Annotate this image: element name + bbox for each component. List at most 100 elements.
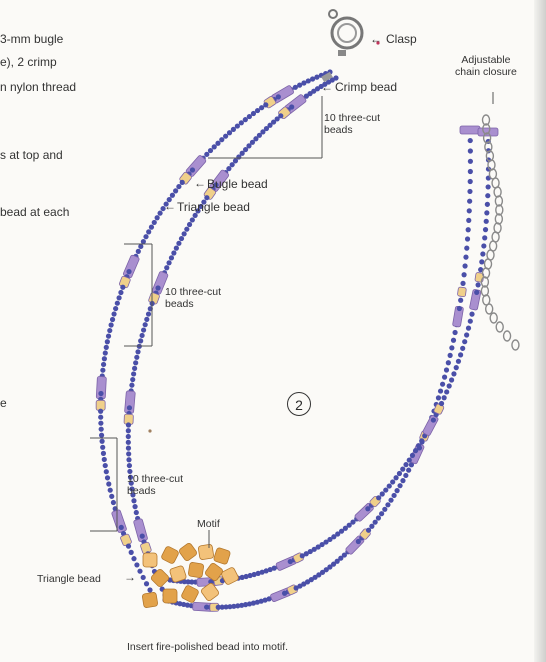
seed-bead: [129, 550, 134, 555]
seed-bead: [129, 383, 134, 388]
seed-bead: [98, 409, 103, 414]
seed-bead: [104, 345, 109, 350]
seed-bead: [461, 272, 466, 277]
seed-bead: [164, 265, 169, 270]
seed-bead: [179, 236, 184, 241]
seed-bead: [468, 169, 473, 174]
crimp-bead-label: Crimp bead: [335, 80, 397, 95]
bugle-bead: [133, 518, 148, 542]
seed-bead: [212, 144, 217, 149]
seed-bead: [144, 317, 149, 322]
seed-bead: [467, 189, 472, 194]
seed-bead: [485, 193, 490, 198]
seed-bead: [379, 511, 384, 516]
seed-bead: [102, 356, 107, 361]
seed-bead: [109, 322, 114, 327]
instruction-line-2: e), 2 crimp: [0, 55, 57, 70]
seed-bead: [135, 349, 140, 354]
seed-bead: [174, 246, 179, 251]
seed-bead: [107, 328, 112, 333]
seed-bead: [462, 339, 467, 344]
seed-bead: [204, 152, 209, 157]
seed-bead: [132, 504, 137, 509]
instruction-line-1: 3-mm bugle: [0, 32, 63, 47]
chain-link: [496, 322, 503, 332]
seed-bead: [385, 502, 390, 507]
seed-bead: [466, 218, 471, 223]
seed-bead: [103, 463, 108, 468]
seed-bead: [484, 210, 489, 215]
seed-bead: [456, 359, 461, 364]
seed-bead: [152, 220, 157, 225]
seed-bead: [166, 260, 171, 265]
seed-bead: [215, 141, 220, 146]
seed-bead: [173, 188, 178, 193]
motif-bead: [143, 553, 157, 567]
seed-bead: [99, 427, 104, 432]
motif-bead: [213, 547, 231, 565]
seed-bead: [442, 375, 447, 380]
seed-bead: [483, 227, 488, 232]
seed-bead: [126, 422, 131, 427]
seed-bead: [446, 360, 451, 365]
seed-bead: [144, 581, 149, 586]
seed-bead: [390, 479, 395, 484]
seed-bead: [105, 339, 110, 344]
seed-bead: [231, 127, 236, 132]
seed-bead: [103, 350, 108, 355]
seed-bead: [460, 346, 465, 351]
triangle-bead-bottom-label: Triangle bead: [37, 573, 101, 585]
seed-bead: [366, 528, 371, 533]
seed-bead: [475, 282, 480, 287]
seed-bead: [416, 443, 421, 448]
seed-bead: [208, 148, 213, 153]
seed-bead: [387, 483, 392, 488]
bead-strands: [96, 69, 498, 611]
seed-bead: [463, 255, 468, 260]
seed-bead: [133, 360, 138, 365]
seed-bead: [126, 440, 131, 445]
seed-bead: [447, 383, 452, 388]
seed-bead: [468, 319, 473, 324]
seed-bead: [397, 483, 402, 488]
seed-bead: [130, 377, 135, 382]
seed-bead: [146, 311, 151, 316]
seed-bead: [157, 211, 162, 216]
seed-bead: [383, 487, 388, 492]
seed-bead: [373, 520, 378, 525]
seed-bead: [458, 298, 463, 303]
seed-bead: [439, 401, 444, 406]
seed-bead: [118, 290, 123, 295]
seed-bead: [481, 243, 486, 248]
seed-bead: [141, 327, 146, 332]
chain-link: [512, 340, 519, 350]
seed-bead: [382, 507, 387, 512]
motif-bead: [181, 585, 200, 604]
seed-bead: [115, 301, 120, 306]
seed-bead: [138, 244, 143, 249]
seed-bead: [126, 434, 131, 439]
bugle-bead: [111, 509, 127, 533]
svg-text:←: ←: [164, 199, 176, 213]
seed-bead: [403, 473, 408, 478]
three-cut-label-top: 10 three-cut beads: [324, 112, 380, 136]
seed-bead: [464, 246, 469, 251]
seed-bead: [134, 562, 139, 567]
seed-bead: [113, 306, 118, 311]
seed-bead: [467, 199, 472, 204]
seed-bead: [102, 457, 107, 462]
triangle-bead: [457, 287, 466, 297]
motif-cluster: [142, 542, 239, 608]
seed-bead: [126, 428, 131, 433]
chain-link: [490, 313, 497, 323]
svg-text:→: →: [124, 570, 136, 584]
seed-bead: [134, 510, 139, 515]
seed-bead: [452, 330, 457, 335]
seed-bead: [109, 494, 114, 499]
svg-text:←: ←: [370, 32, 382, 46]
instruction-line-5: bead at each: [0, 205, 69, 220]
seed-bead: [449, 377, 454, 382]
seed-bead: [442, 395, 447, 400]
page-edge: [534, 0, 546, 662]
